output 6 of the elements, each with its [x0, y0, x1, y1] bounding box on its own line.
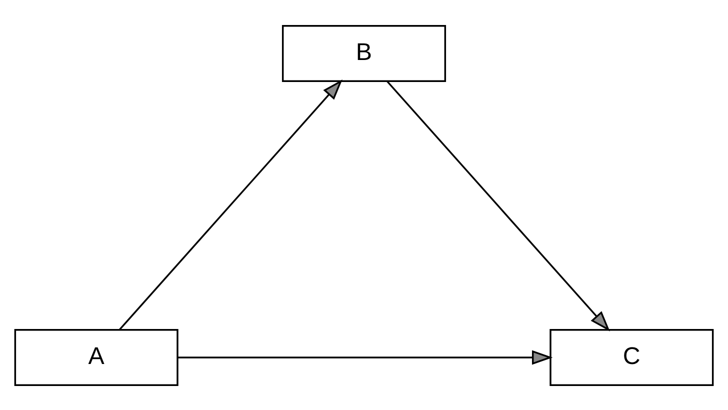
node-box: A	[14, 328, 178, 386]
arrow	[386, 80, 610, 331]
arrow	[178, 350, 553, 364]
node-box: C	[550, 328, 714, 386]
node-box: B	[282, 24, 446, 82]
arrow	[119, 78, 342, 330]
